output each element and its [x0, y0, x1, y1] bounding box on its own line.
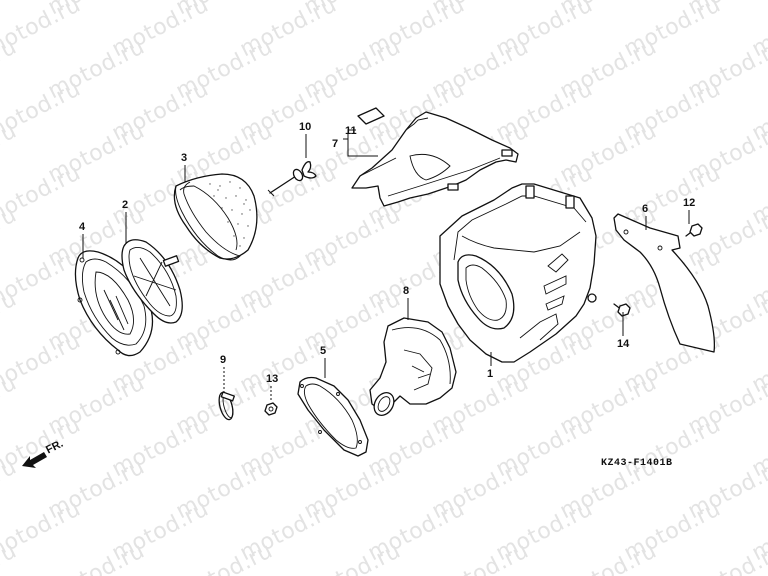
- callout-8[interactable]: 8: [403, 285, 410, 297]
- part-6-shield-drawing[interactable]: [613, 213, 716, 353]
- part-12-bolt-drawing[interactable]: [685, 223, 703, 237]
- leader-lines: [82, 129, 690, 402]
- callout-11[interactable]: 11: [345, 125, 357, 137]
- arrow-down-left-icon: [22, 452, 47, 468]
- part-5-gasket-drawing[interactable]: [297, 376, 369, 457]
- diagram-code: KZ43-F1401B: [601, 458, 673, 469]
- callout-2[interactable]: 2: [122, 199, 129, 211]
- part-7-duct-cover-drawing[interactable]: [351, 107, 519, 207]
- part-13-nut-drawing[interactable]: [264, 402, 278, 416]
- callout-14[interactable]: 14: [617, 338, 630, 350]
- callout-4[interactable]: 4: [79, 221, 86, 233]
- part-2-holder-drawing[interactable]: [121, 239, 183, 324]
- callout-12[interactable]: 12: [683, 197, 696, 209]
- callout-1[interactable]: 1: [487, 368, 494, 380]
- callout-5[interactable]: 5: [320, 345, 327, 357]
- callout-7[interactable]: 7: [332, 138, 339, 150]
- callout-10[interactable]: 10: [299, 121, 312, 133]
- part-9-clamp-drawing[interactable]: [217, 391, 236, 421]
- part-8-connecting-tube-drawing[interactable]: [369, 317, 457, 419]
- part-1-case-drawing[interactable]: [439, 183, 597, 363]
- part-11-seal-drawing: [357, 107, 385, 125]
- callout-9[interactable]: 9: [220, 354, 227, 366]
- part-10-wing-bolt-drawing[interactable]: [267, 161, 317, 197]
- callout-6[interactable]: 6: [642, 203, 649, 215]
- part-14-bolt-drawing[interactable]: [613, 303, 631, 317]
- part-3-filter-element-drawing[interactable]: [173, 173, 258, 261]
- callout-3[interactable]: 3: [181, 152, 188, 164]
- callout-13[interactable]: 13: [266, 373, 279, 385]
